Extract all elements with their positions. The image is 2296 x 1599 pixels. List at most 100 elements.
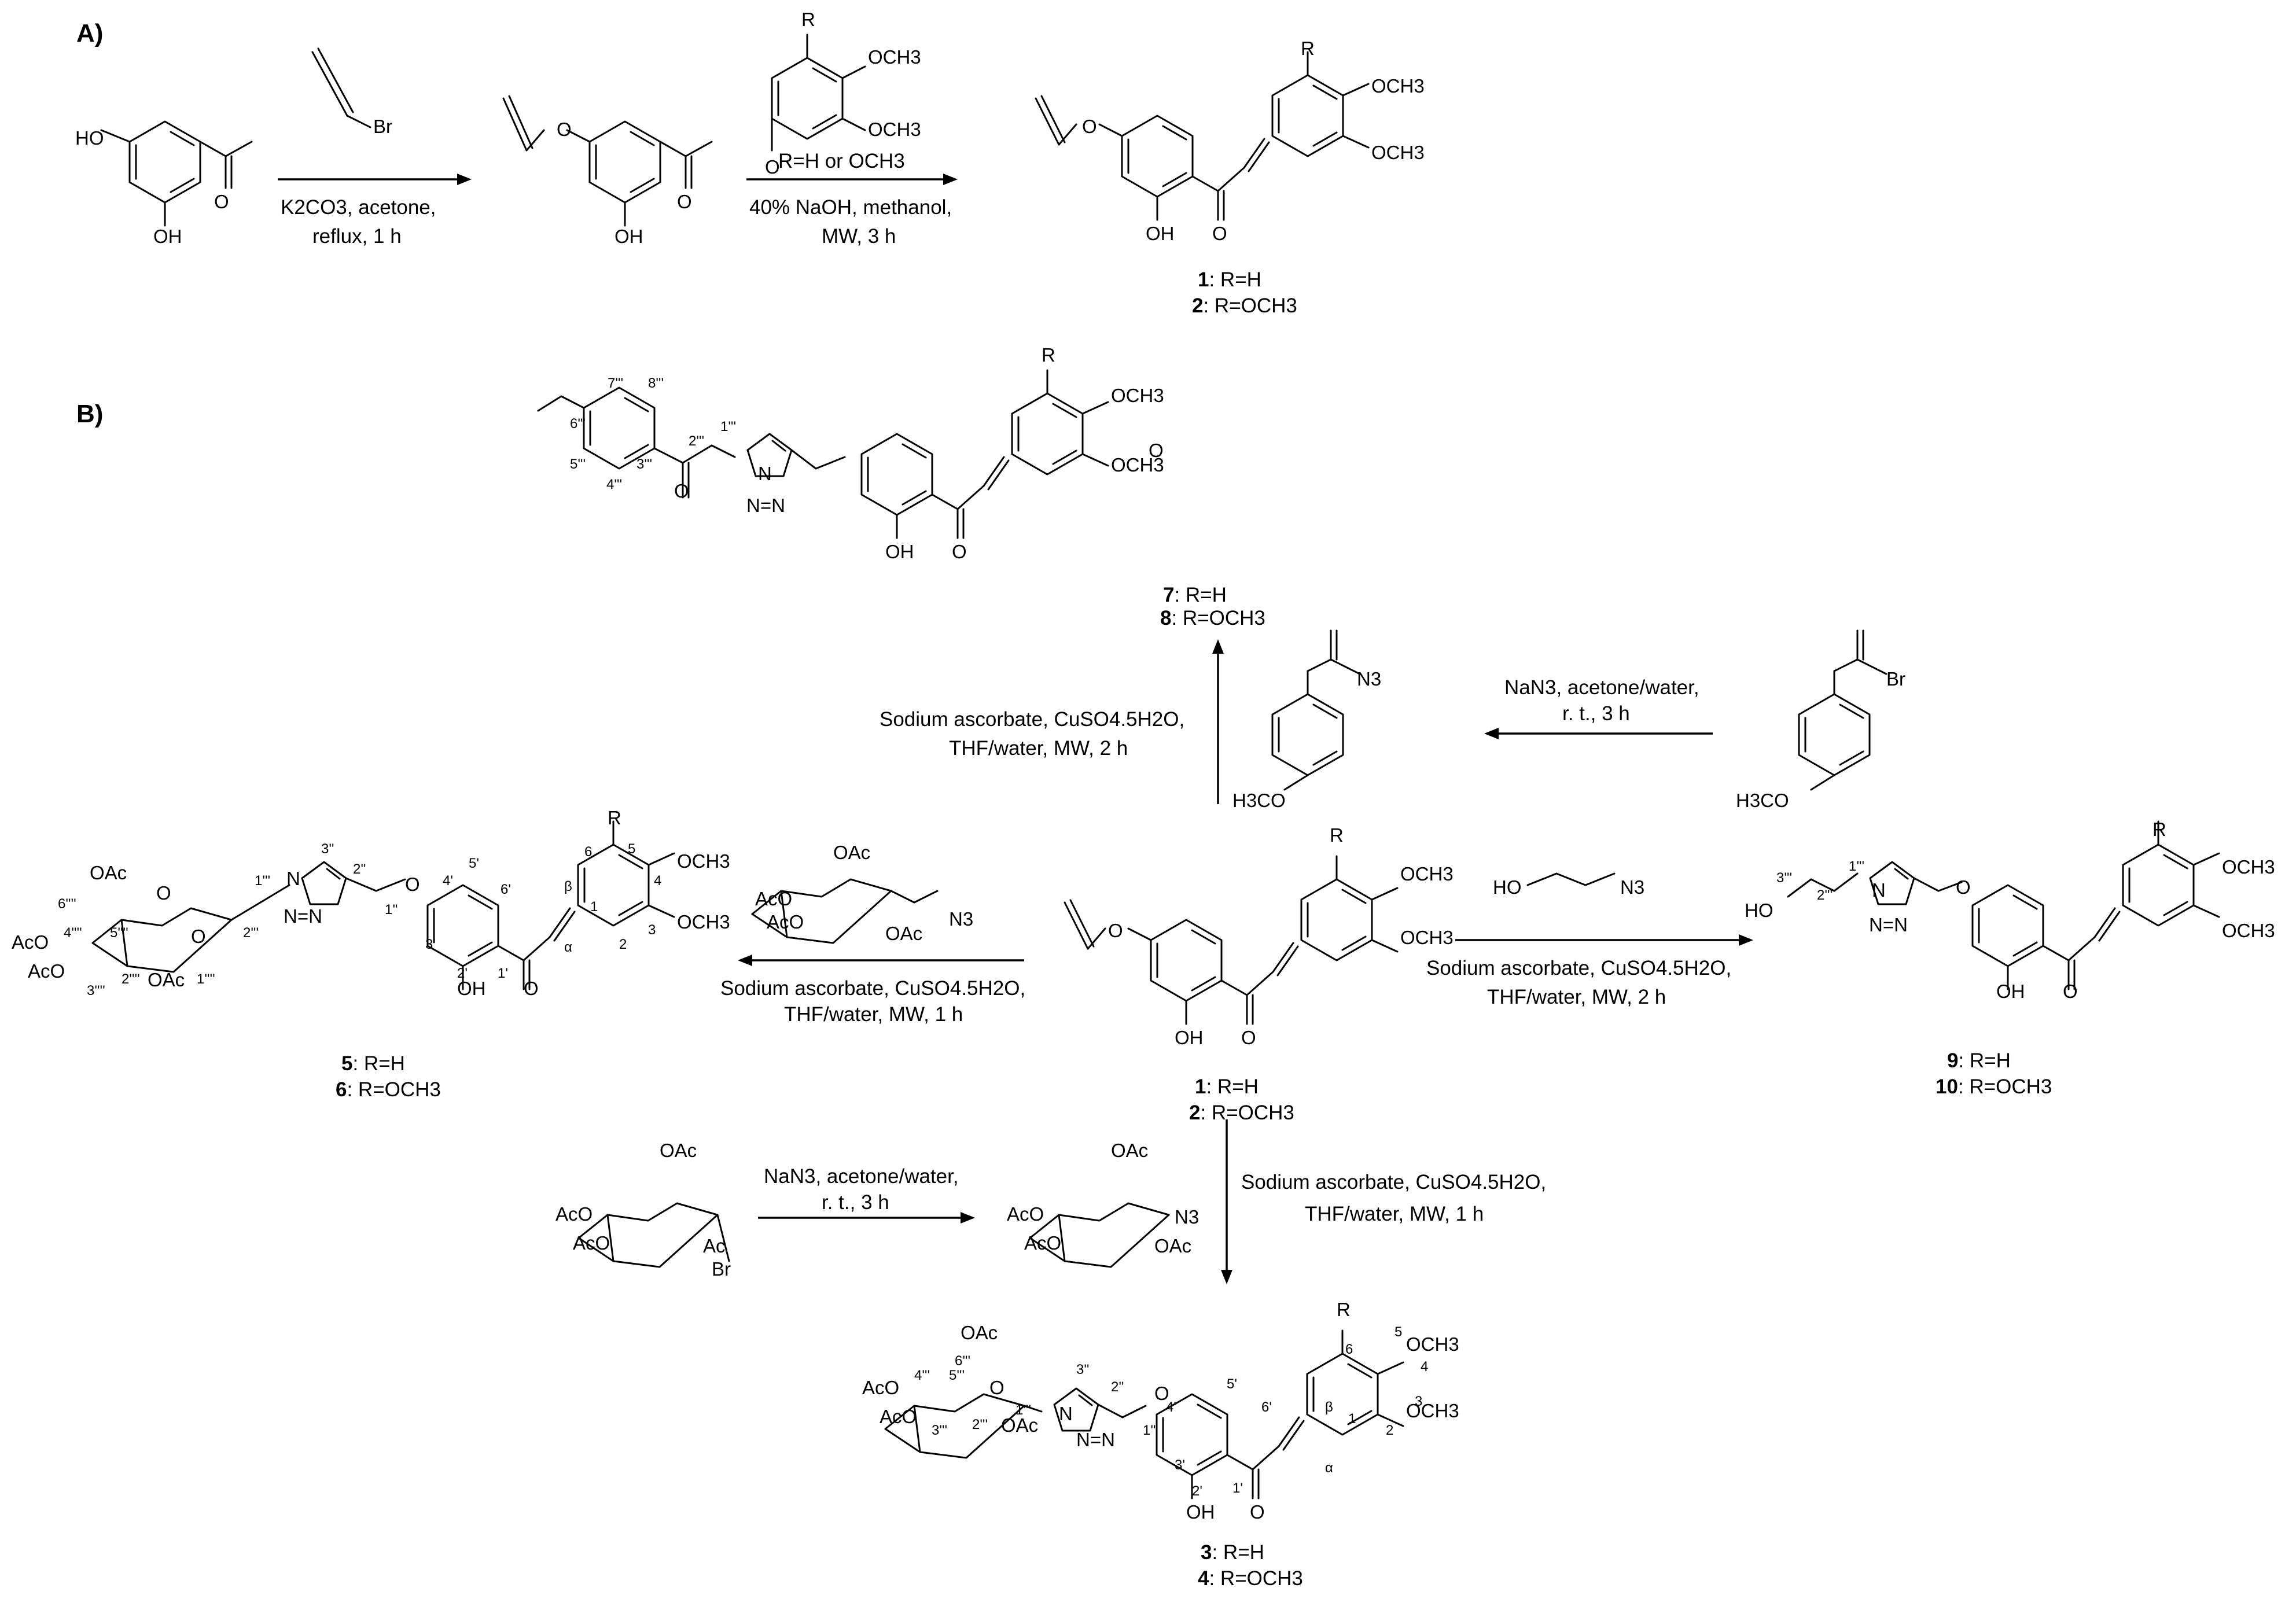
num-56-s4: 4'''' bbox=[64, 925, 82, 941]
num-78-6: 6''' bbox=[570, 416, 586, 432]
n3-label-azide: N3 bbox=[1357, 668, 1381, 690]
nn-label-910: N=N bbox=[1869, 914, 1908, 935]
num-34-t2: 2'' bbox=[1111, 1379, 1124, 1395]
product-3-4 bbox=[884, 1329, 1404, 1499]
oac-bg-1: OAc bbox=[660, 1140, 697, 1161]
num-56-alpha: α bbox=[564, 939, 572, 955]
num-78-1: 1''' bbox=[720, 419, 736, 434]
ac-bg: Ac bbox=[703, 1235, 726, 1257]
azidopropanol bbox=[1526, 872, 1616, 886]
acetobromoglucose bbox=[577, 1202, 730, 1268]
num-56-t2: 2'' bbox=[353, 861, 366, 877]
arrowhead-a2 bbox=[943, 174, 958, 185]
num-34-a6: 6' bbox=[1261, 1399, 1272, 1415]
o-label-78-1: O bbox=[1149, 440, 1164, 461]
o-label-a4: O bbox=[1082, 116, 1097, 137]
num-56-t1: 1'' bbox=[385, 902, 398, 918]
br-label: Br bbox=[373, 116, 392, 137]
cond-b-top-click-1: Sodium ascorbate, CuSO4.5H2O, bbox=[880, 708, 1184, 731]
cond-b-bottom-azide-1: NaN3, acetone/water, bbox=[764, 1165, 959, 1188]
svg-text:5: R=H: 5: R=H bbox=[341, 1052, 405, 1075]
cond-b-bottom-click-2: THF/water, MW, 1 h bbox=[1305, 1203, 1484, 1225]
r-label-34: R bbox=[1337, 1299, 1351, 1320]
n-label-56: N bbox=[286, 868, 300, 889]
num-56-b2: 2 bbox=[619, 937, 627, 952]
och3-a-2: OCH3 bbox=[1371, 142, 1425, 163]
aco-left-2: AcO bbox=[767, 911, 804, 933]
cond-b-right-1: Sodium ascorbate, CuSO4.5H2O, bbox=[1426, 957, 1731, 979]
cond-a2-line3: MW, 3 h bbox=[822, 225, 896, 248]
num-34-b6: 6 bbox=[1345, 1342, 1353, 1357]
num-910-1: 1''' bbox=[1849, 859, 1864, 874]
start-acetophenone bbox=[100, 120, 253, 227]
oh-label-a4: OH bbox=[1146, 223, 1175, 244]
o-label-78-3: O bbox=[674, 480, 689, 502]
och3-78-2: OCH3 bbox=[1111, 454, 1164, 476]
och3-ald-1: OCH3 bbox=[868, 46, 921, 68]
aco-bg-1: AcO bbox=[555, 1203, 593, 1225]
aco-34-1: AcO bbox=[862, 1377, 899, 1398]
compound-label-10: 10: R=OCH3 bbox=[1936, 1075, 2052, 1098]
num-34-s5: 5''' bbox=[949, 1368, 965, 1383]
num-34-s3: 3''' bbox=[932, 1423, 947, 1438]
oh-label-center: OH bbox=[1175, 1027, 1204, 1048]
nn-label-78: N=N bbox=[746, 495, 785, 516]
o-label-ald: O bbox=[765, 156, 780, 178]
oac-left-1: OAc bbox=[833, 842, 870, 863]
cond-b-bottom-azide-2: r. t., 3 h bbox=[822, 1191, 889, 1214]
benzaldehyde bbox=[771, 34, 866, 152]
propargyl-bromide bbox=[311, 47, 371, 128]
num-78-7: 7''' bbox=[608, 375, 623, 391]
cond-a1-line1: K2CO3, acetone, bbox=[281, 196, 436, 219]
oac-34-1: OAc bbox=[961, 1322, 998, 1343]
compound-label-9: 9: R=H bbox=[1947, 1049, 2011, 1072]
oac-ga-2: OAc bbox=[1154, 1235, 1191, 1257]
num-78-4: 4''' bbox=[606, 477, 622, 492]
o-label-56-3: O bbox=[191, 926, 206, 947]
o-label-56-1: O bbox=[405, 874, 420, 895]
och3-a-1: OCH3 bbox=[1371, 75, 1425, 97]
aco-ga-1: AcO bbox=[1007, 1203, 1044, 1225]
num-34-beta: β bbox=[1325, 1399, 1333, 1415]
nn-label-56: N=N bbox=[284, 905, 322, 927]
o-label-a3: O bbox=[677, 191, 692, 212]
compound-label-2: 2: R=OCH3 bbox=[1192, 294, 1297, 317]
num-56-s5: 5'''' bbox=[110, 925, 128, 941]
n3-right: N3 bbox=[1620, 876, 1644, 898]
r-label-a: R bbox=[1301, 38, 1315, 59]
br-bg: Br bbox=[712, 1258, 731, 1280]
aco-left-1: AcO bbox=[755, 888, 792, 909]
cond-a1-line2: reflux, 1 h bbox=[312, 225, 402, 248]
compound-label-6: 6: R=OCH3 bbox=[336, 1078, 441, 1101]
num-56-s6: 6'''' bbox=[58, 896, 76, 912]
n-label-34: N bbox=[1059, 1403, 1073, 1424]
o-label-34-2: O bbox=[1250, 1501, 1265, 1523]
och3-910-1: OCH3 bbox=[2222, 856, 2275, 878]
num-34-b4: 4 bbox=[1421, 1359, 1428, 1375]
och3-center-2: OCH3 bbox=[1400, 927, 1454, 948]
compound-label-5: 5: R=H bbox=[341, 1052, 405, 1075]
arrowhead-b-left bbox=[738, 955, 752, 966]
o-label-56-2: O bbox=[524, 978, 539, 999]
svg-text:3: R=H: 3: R=H bbox=[1201, 1541, 1264, 1564]
num-34-a2: 2' bbox=[1192, 1483, 1202, 1499]
compound-label-2b: 2: R=OCH3 bbox=[1189, 1101, 1294, 1124]
svg-text:1: R=H: 1: R=H bbox=[1195, 1075, 1259, 1098]
cond-a2-line1: R=H or OCH3 bbox=[778, 150, 905, 172]
num-56-s3: 3'''' bbox=[87, 983, 105, 999]
num-34-b1: 1 bbox=[1348, 1411, 1356, 1427]
arrowhead-a1 bbox=[457, 174, 472, 185]
svg-text:9: R=H: 9: R=H bbox=[1947, 1049, 2011, 1072]
num-34-b3: 3 bbox=[1415, 1394, 1422, 1409]
r-label-56: R bbox=[608, 807, 621, 828]
sugar-azide-left bbox=[751, 878, 939, 944]
num-56-l1: 1''' bbox=[255, 873, 270, 889]
num-34-s2: 2''' bbox=[972, 1417, 988, 1432]
compound-label-8: 8: R=OCH3 bbox=[1160, 607, 1265, 629]
r-label-910: R bbox=[2152, 819, 2166, 840]
o-label-910-2: O bbox=[2063, 981, 2078, 1002]
oac-56-1: OAc bbox=[90, 862, 127, 883]
aco-34-2: AcO bbox=[880, 1406, 917, 1427]
cond-a2-line2: 40% NaOH, methanol, bbox=[749, 196, 952, 219]
